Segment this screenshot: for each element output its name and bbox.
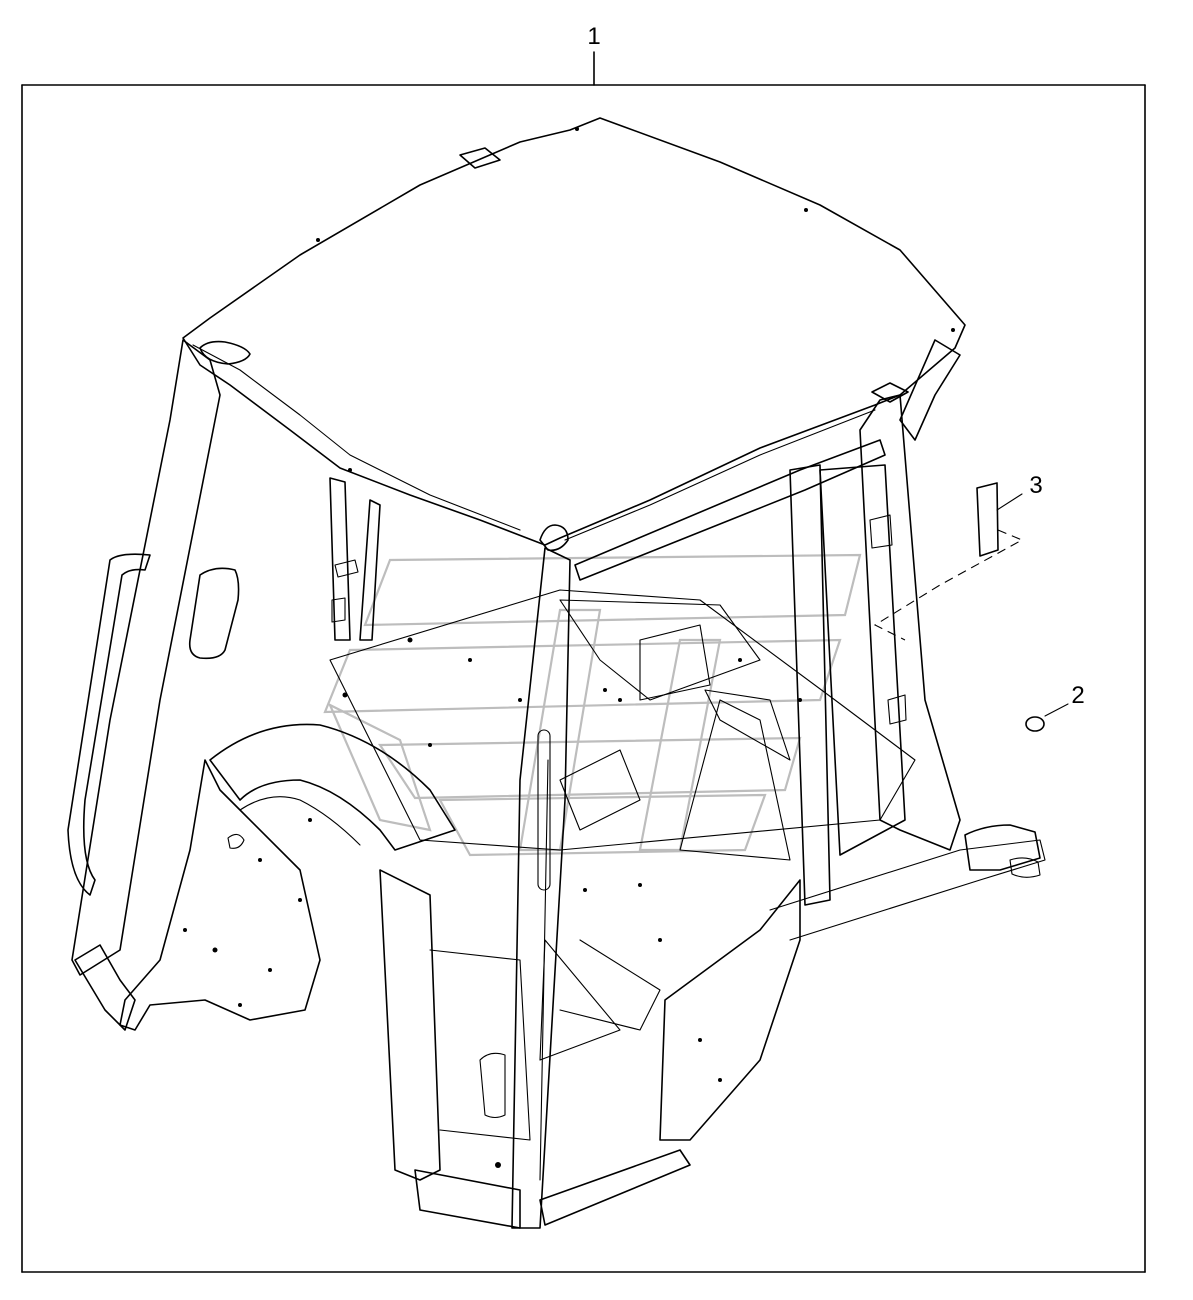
front-header-beam: [574, 439, 886, 581]
callout-2-label: 2: [1071, 682, 1084, 709]
callout-2[interactable]: 2: [1025, 682, 1085, 732]
cab-roof: [182, 117, 966, 552]
right-fender: [659, 879, 801, 1141]
beacon-mount-icon: [539, 524, 569, 552]
callout-3-leader: [996, 493, 1023, 511]
callout-1[interactable]: 1: [587, 23, 601, 86]
pillar-rear-left: [67, 339, 240, 976]
roof-vent-top-icon: [459, 147, 501, 169]
grab-handle-side: [188, 567, 240, 660]
roof-vent-left-icon: [199, 340, 251, 365]
cab-floor: [329, 589, 916, 861]
decal-icon: [976, 482, 999, 557]
grab-handle-rear: [67, 553, 151, 896]
callout-1-label: 1: [587, 23, 600, 50]
right-door-window: [819, 464, 906, 856]
callout-3-install-path: [873, 529, 1024, 641]
callout-2-leader: [1044, 703, 1069, 717]
callout-3[interactable]: 3: [873, 472, 1043, 641]
plug-icon: [1025, 716, 1045, 732]
left-fender-console: [74, 723, 456, 1031]
watermark-logo: [323, 553, 862, 857]
pillar-front-left: [511, 547, 571, 1229]
rear-posts: [329, 477, 381, 641]
lower-front-frame: [379, 824, 1046, 1229]
callout-3-label: 3: [1029, 472, 1042, 499]
right-door-frame: [574, 339, 961, 906]
assembly-frame: [21, 84, 1146, 1273]
